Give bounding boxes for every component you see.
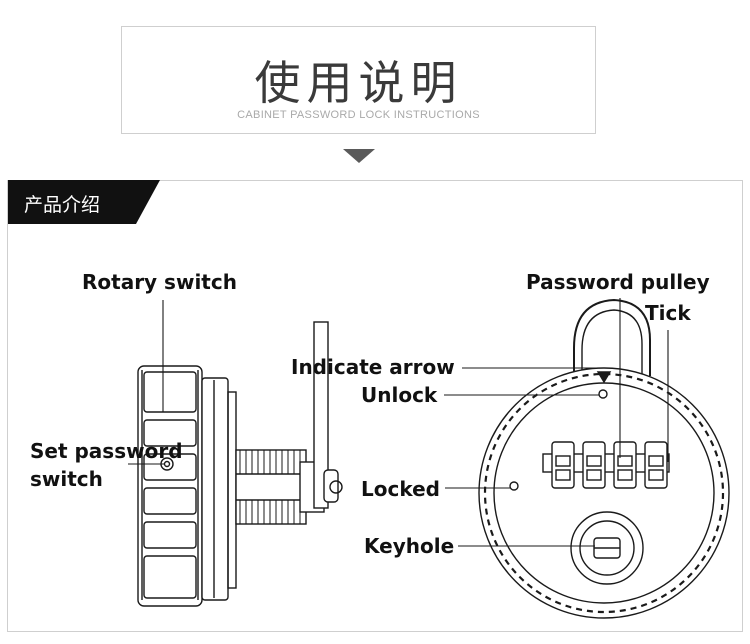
label-set-password-line2: switch [30,467,103,491]
label-set-password-line1: Set password [30,439,183,463]
label-rotary-switch: Rotary switch [82,270,237,294]
section-frame [7,180,743,632]
down-arrow-icon [343,149,375,163]
label-indicate-arrow: Indicate arrow [291,355,455,379]
page-title: 使用说明 [254,56,463,110]
title-box: 使用说明 CABINET PASSWORD LOCK INSTRUCTIONS [121,26,596,134]
side-view-lock [137,321,343,607]
password-wheels [551,441,668,489]
leader-lines [128,298,669,547]
label-tick: Tick [645,301,691,325]
label-password-pulley: Password pulley [526,270,710,294]
section-tab-label: 产品介绍 [24,194,101,216]
label-locked: Locked [361,477,440,501]
front-view-lock [478,298,730,619]
label-keyhole: Keyhole [364,534,455,558]
page-subtitle: CABINET PASSWORD LOCK INSTRUCTIONS [237,109,480,121]
label-unlock: Unlock [361,383,438,407]
section-tab [8,180,160,224]
